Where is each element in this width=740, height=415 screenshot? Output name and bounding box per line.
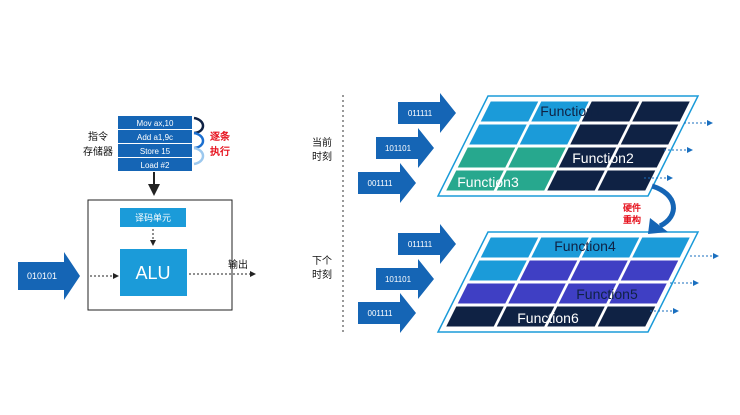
function-label: Function4 [554,238,616,254]
alu-label: ALU [135,263,170,283]
fpga-grid-current [436,95,700,197]
grid-cell [496,306,555,327]
function-label: Function1 [540,103,602,119]
grid-cell [609,283,667,304]
grid-cell [620,260,679,281]
sequential-arrows-icon [193,116,205,166]
input-arrow [398,224,456,264]
memory-label: 存储器 [83,145,113,158]
instruction-row [118,130,192,143]
reconfig-label: 硬件 [623,202,641,214]
grid-cell [519,124,578,145]
grid-cell [446,170,504,191]
input-value: 001111 [368,179,393,188]
current-moment-label: 当前 [312,136,332,149]
instruction-memory: Mov ax,10 Add a1,9c Store 15 Load #2 [118,116,192,171]
instruction-text: Mov ax,10 [137,119,174,128]
reconfigure-arrow-icon [651,183,676,229]
instruction-text: Store 15 [140,147,171,156]
current-moment-label: 时刻 [312,150,332,163]
input-arrow [376,259,434,299]
grid-cell [469,124,527,145]
function-label: Function5 [576,286,638,302]
grid-cell [581,101,640,122]
decode-unit-label: 译码单元 [135,212,171,224]
grid-cell [620,124,679,145]
instruction-row [118,144,192,157]
next-moment-label: 下个 [312,255,332,267]
grid-cell [558,147,617,168]
function-label: Function3 [457,174,519,190]
sequential-label: 逐条 [210,130,231,143]
next-moment-label: 时刻 [312,268,332,281]
memory-label: 指令 [88,130,108,143]
grid-cell [581,237,640,258]
function-label: Function2 [572,150,634,166]
instruction-text: Load #2 [141,161,170,170]
grid-cell [570,124,628,145]
grid-cell [508,283,566,304]
reconfig-label: 重构 [623,214,641,226]
input-value: 010101 [27,271,57,281]
grid-cell [609,147,667,168]
grid-cell [508,147,566,168]
input-value: 101101 [385,275,412,284]
grid-cell [547,170,605,191]
grid-cell [531,237,589,258]
grid-cell [632,237,690,258]
instruction-row [118,158,192,171]
instruction-row [118,116,192,129]
instruction-text: Add a1,9c [137,133,173,142]
cpu-architecture: Mov ax,10 Add a1,9c Store 15 Load #2 指令 … [18,116,256,311]
input-arrow [376,128,434,168]
grid-cell [519,260,578,281]
input-arrow [398,93,456,133]
grid-cell [531,101,589,122]
grid-cell [632,101,690,122]
alu-block [120,249,187,296]
reconfigurable-hardware: 当前 时刻 下个 时刻 011111 101101 001111 011111 … [312,93,719,333]
input-arrow [18,252,80,300]
fpga-grid-next [436,231,700,333]
grid-cell [480,101,539,122]
function-label: Function6 [517,310,579,326]
input-value: 101101 [385,144,412,153]
grid-cell [597,306,656,327]
input-value: 011111 [408,240,433,249]
grid-cell [446,306,504,327]
grid-cell [457,147,516,168]
reconfigure-arrowhead-icon [648,218,668,234]
decode-unit [120,208,186,227]
input-arrow [358,293,416,333]
grid-cell [597,170,656,191]
grid-cell [480,237,539,258]
input-arrow [358,163,416,203]
output-arrows [644,120,719,314]
input-value: 001111 [368,309,393,318]
sequential-label: 执行 [210,145,230,158]
output-label: 输出 [228,258,248,271]
grid-cell [496,170,555,191]
grid-cell [457,283,516,304]
grid-cell [558,283,617,304]
grid-cell [547,306,605,327]
grid-cell [570,260,628,281]
input-value: 011111 [408,109,433,118]
grid-cell [469,260,527,281]
